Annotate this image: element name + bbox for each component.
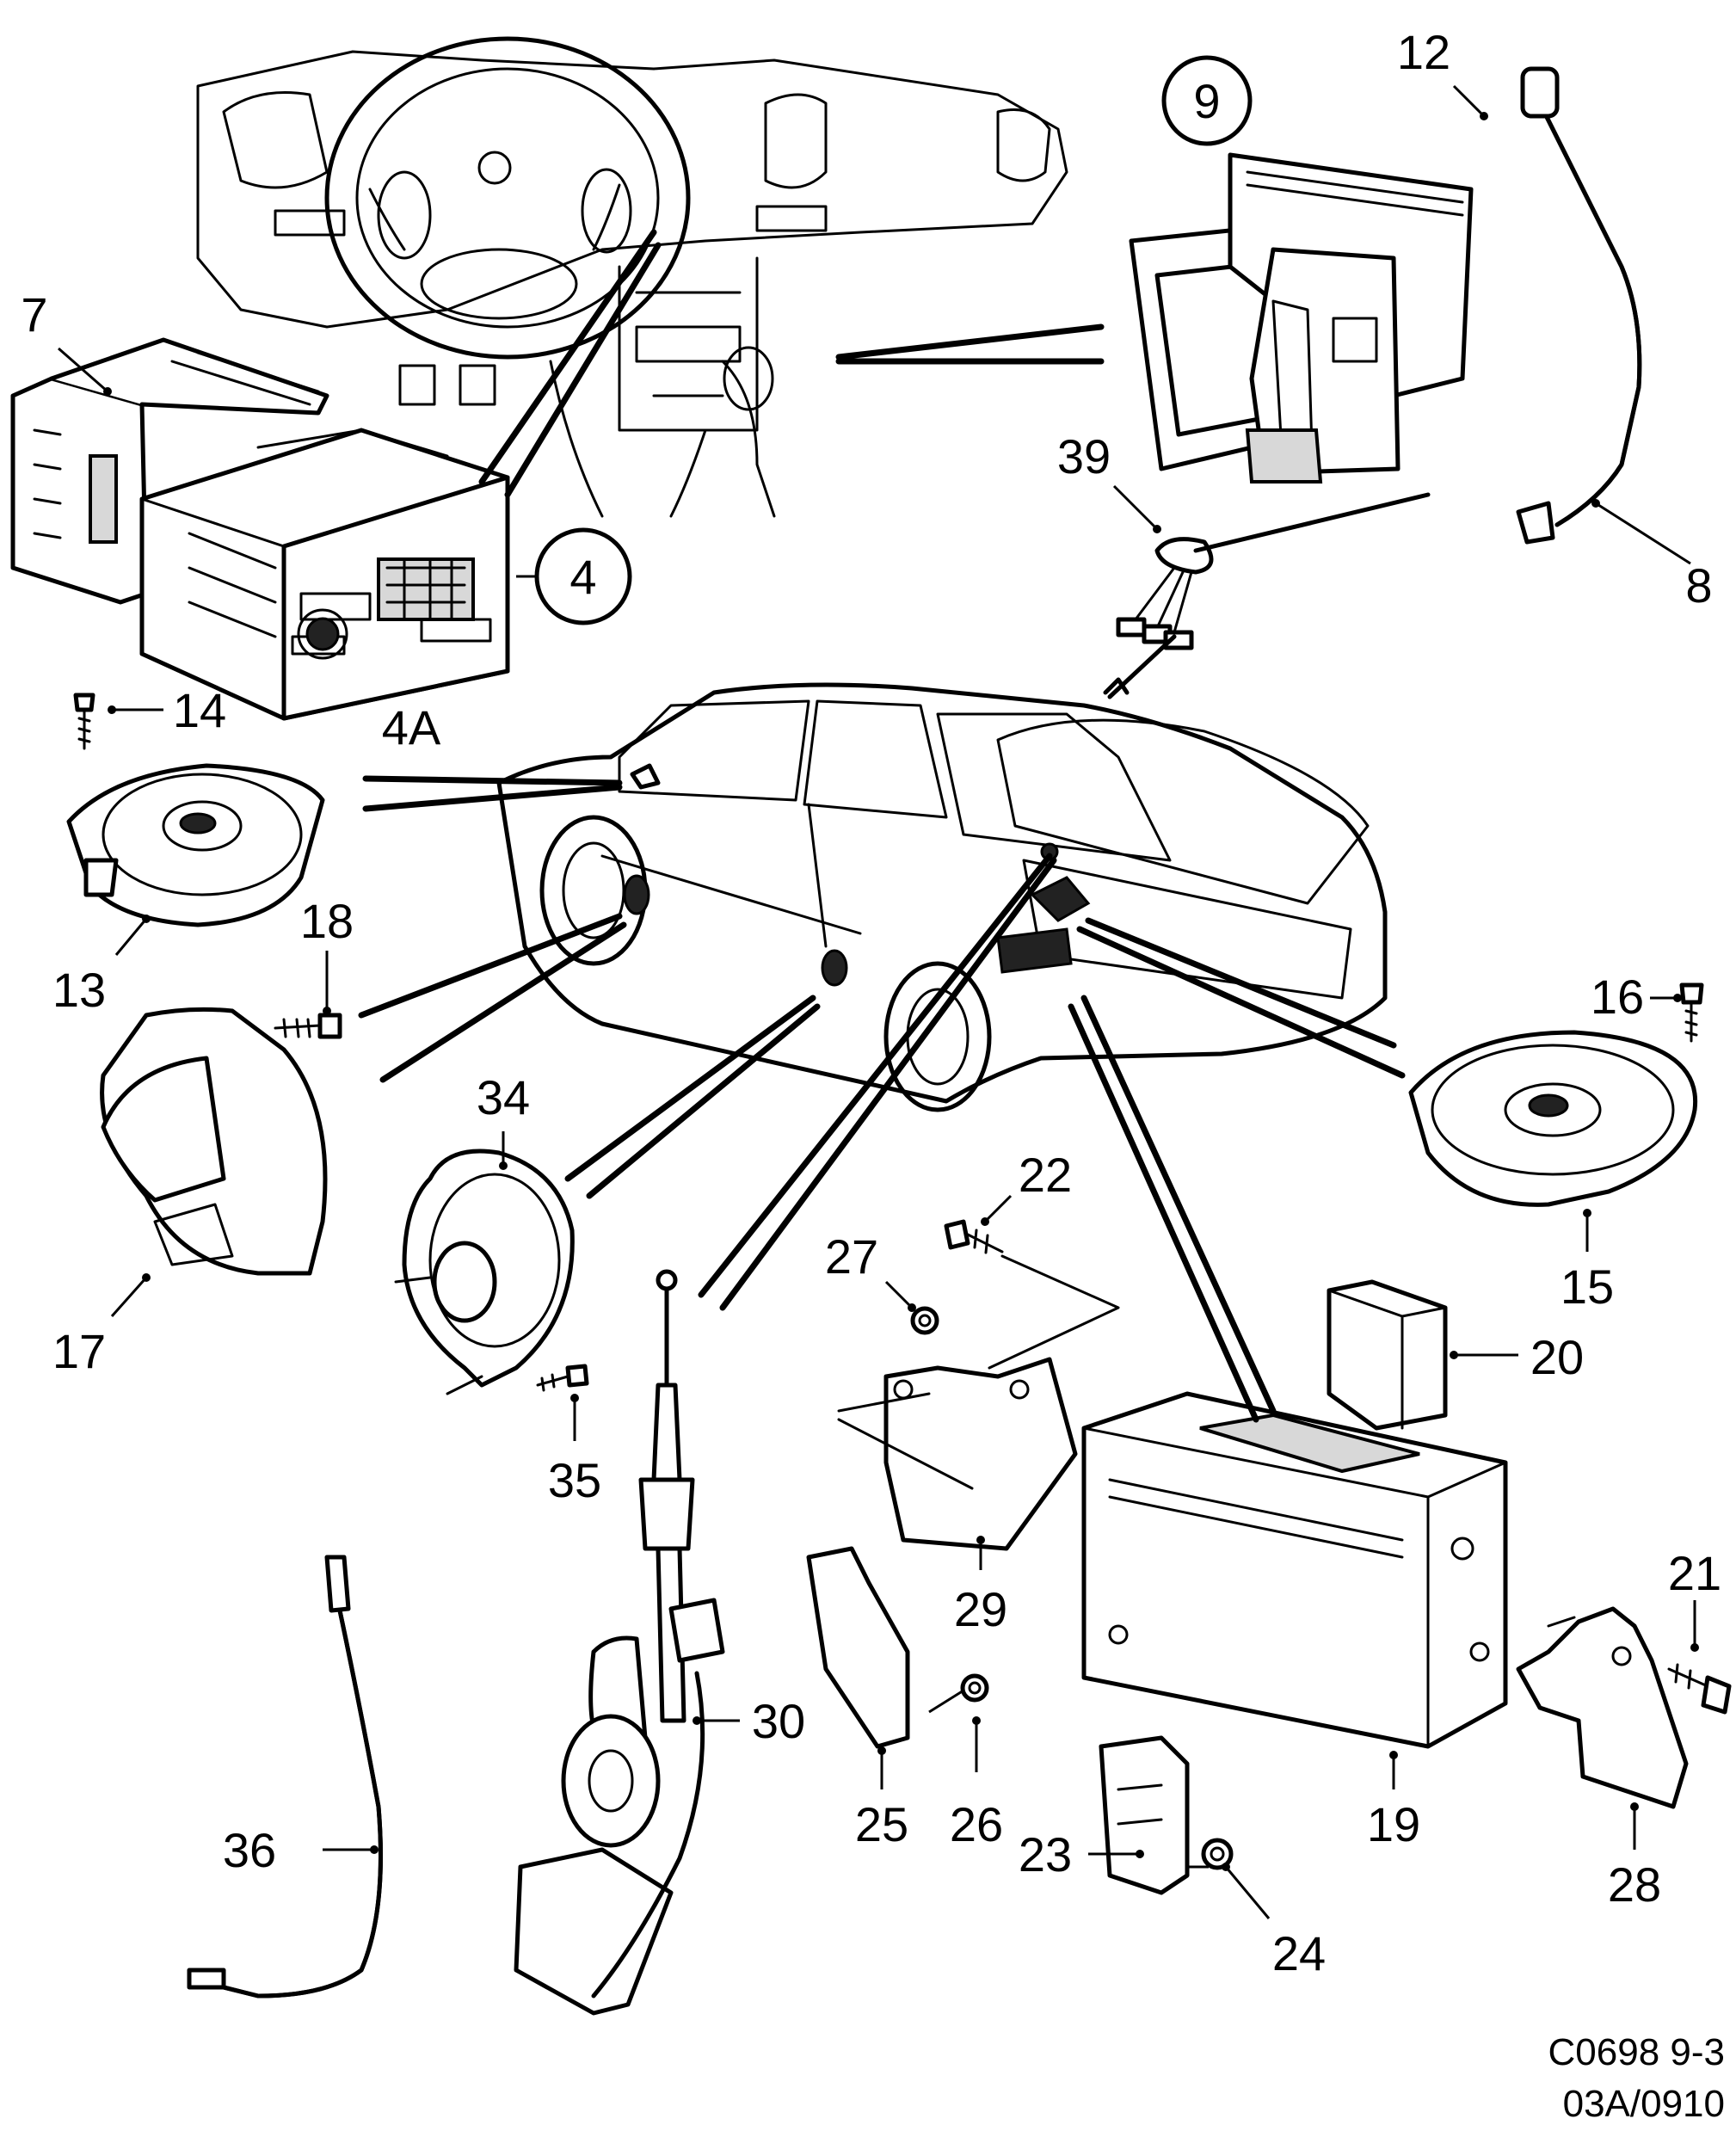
nut-26 xyxy=(960,1673,989,1703)
label-30: 30 xyxy=(752,1694,805,1748)
label-4: 4 xyxy=(569,550,596,604)
label-15: 15 xyxy=(1561,1260,1614,1314)
label-17: 17 xyxy=(52,1324,106,1378)
label-14: 14 xyxy=(173,683,226,737)
part-number-labels: 4 9 4A 7 8 12 13 14 15 16 17 18 19 20 21… xyxy=(21,25,1721,1980)
label-4a: 4A xyxy=(382,700,441,754)
radio-mounting-cage xyxy=(10,337,329,605)
cd-changer-19 xyxy=(1081,1391,1508,1749)
roof-antenna-39 xyxy=(1116,492,1431,650)
label-34: 34 xyxy=(477,1070,530,1124)
drawing-date: 03A/0910 xyxy=(1563,2083,1725,2125)
label-20: 20 xyxy=(1530,1330,1584,1384)
dashboard-illustration xyxy=(196,36,1068,518)
screw-14 xyxy=(73,693,95,750)
bolt-22 xyxy=(944,1219,1120,1370)
speaker-13 xyxy=(66,763,325,927)
label-21: 21 xyxy=(1668,1546,1721,1600)
car-illustration xyxy=(496,682,1388,1112)
label-7: 7 xyxy=(21,287,47,342)
label-26: 26 xyxy=(950,1797,1003,1851)
antenna-cable-8 xyxy=(1516,66,1642,545)
label-18: 18 xyxy=(300,894,354,948)
label-39: 39 xyxy=(1057,429,1111,483)
drawing-code: C0698 9-3 xyxy=(1548,2031,1725,2073)
label-29: 29 xyxy=(954,1582,1007,1636)
power-antenna-30 xyxy=(514,1269,725,2016)
bracket-28 xyxy=(1516,1606,1689,1809)
bolt-21 xyxy=(1667,1663,1732,1715)
cd-changer-cover-20 xyxy=(1327,1279,1448,1431)
antenna-cable-36 xyxy=(187,1555,383,1999)
label-25: 25 xyxy=(855,1797,908,1851)
label-16: 16 xyxy=(1591,970,1644,1024)
bracket-25 xyxy=(806,1546,910,1749)
label-8: 8 xyxy=(1685,558,1712,613)
screw-35 xyxy=(536,1364,589,1392)
label-22: 22 xyxy=(1019,1148,1072,1202)
screw-16 xyxy=(1679,982,1704,1043)
label-35: 35 xyxy=(548,1453,601,1507)
speaker-17 xyxy=(100,1007,328,1276)
label-13: 13 xyxy=(52,963,106,1017)
location-pointer-lines xyxy=(358,229,1406,1423)
speaker-15 xyxy=(1408,1030,1698,1207)
radio-head-unit xyxy=(139,428,510,721)
bracket-29 xyxy=(837,1357,1078,1551)
leader-lines xyxy=(58,84,1699,1919)
label-9: 9 xyxy=(1193,74,1220,128)
label-19: 19 xyxy=(1367,1797,1420,1851)
label-24: 24 xyxy=(1272,1926,1326,1980)
label-23: 23 xyxy=(1019,1827,1072,1882)
nut-24 xyxy=(1201,1838,1234,1870)
callout-circle-9 xyxy=(1161,55,1253,146)
label-27: 27 xyxy=(825,1229,878,1284)
label-36: 36 xyxy=(223,1823,276,1877)
label-12: 12 xyxy=(1397,25,1450,79)
speaker-34 xyxy=(394,1149,575,1395)
label-28: 28 xyxy=(1608,1857,1661,1912)
nut-27 xyxy=(910,1306,939,1335)
control-module-bracket xyxy=(1245,247,1400,483)
bracket-23 xyxy=(1099,1735,1190,1895)
screw-18 xyxy=(274,1013,342,1039)
radio-volume-knob xyxy=(297,608,348,660)
